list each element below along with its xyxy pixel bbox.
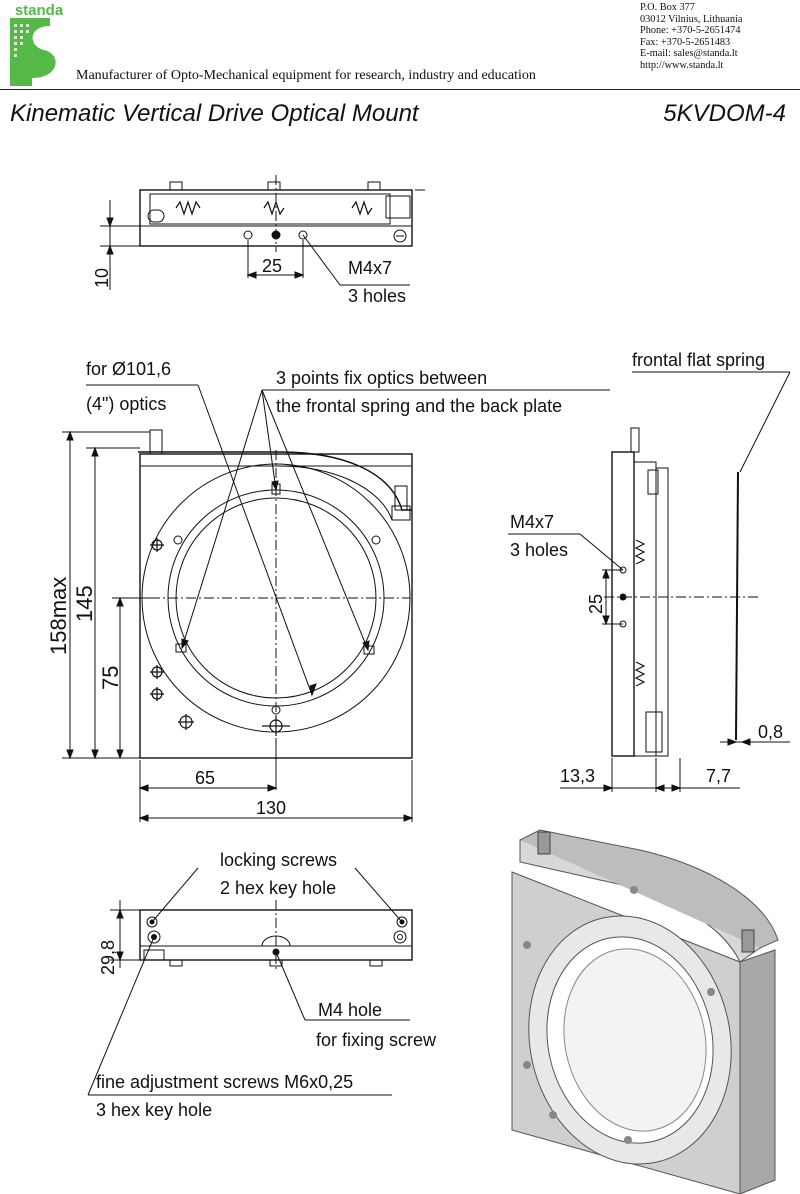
locking-screws-label: locking screws — [220, 850, 337, 870]
dim-145-label: 145 — [72, 585, 97, 622]
3-holes-label-side: 3 holes — [510, 540, 568, 560]
fine-adjustment-label: fine adjustment screws M6x0,25 — [96, 1072, 353, 1092]
optics-diameter-label: for Ø101,6 — [86, 359, 171, 379]
hex-key-2-label: 2 hex key hole — [220, 878, 336, 898]
dim-158max-label: 158max — [46, 577, 71, 655]
dim-10-label: 10 — [92, 268, 112, 288]
3-holes-label-top: 3 holes — [348, 286, 406, 306]
side-view — [508, 371, 791, 792]
dim-29-8-label: 29,8 — [98, 940, 118, 975]
contact-phone: Phone: +370-5-2651474 — [640, 25, 741, 37]
dim-75-label: 75 — [98, 666, 123, 690]
hex-key-3-label: 3 hex key hole — [96, 1100, 212, 1120]
contact-fax: Fax: +370-5-2651483 — [640, 36, 731, 48]
dim-0-8-label: 0,8 — [758, 722, 783, 742]
contact-website[interactable]: http://www.standa.lt — [640, 59, 724, 71]
contact-email[interactable]: E-mail: sales@standa.lt — [640, 48, 738, 60]
optics-inch-label: (4") optics — [86, 394, 166, 414]
standa-logo: standa — [10, 2, 68, 86]
dim-13-3-label: 13,3 — [560, 766, 595, 786]
fixing-screw-label: for fixing screw — [316, 1030, 437, 1050]
dim-7-7-label: 7,7 — [706, 766, 731, 786]
model-number: 5KVDOM-4 — [663, 100, 786, 127]
dim-65-label: 65 — [195, 768, 215, 788]
dim-25-side-label: 25 — [586, 594, 606, 614]
dim-25-label: 25 — [262, 256, 282, 276]
top-view — [100, 175, 425, 290]
isometric-render — [511, 829, 779, 1194]
bottom-view — [87, 867, 413, 1096]
logo-wordmark: standa — [15, 2, 64, 19]
page-title: Kinematic Vertical Drive Optical Mount — [10, 100, 419, 127]
m4-hole-label: M4 hole — [318, 1000, 382, 1020]
contact-po-box: P.O. Box 377 — [640, 2, 695, 13]
contact-address: 03012 Vilnius, Lithuania — [640, 13, 743, 25]
m4x7-label-side: M4x7 — [510, 512, 554, 532]
contact-block: P.O. Box 377 03012 Vilnius, Lithuania Ph… — [640, 2, 742, 72]
m4x7-label-top: M4x7 — [348, 258, 392, 278]
header-divider — [0, 89, 800, 90]
tagline: Manufacturer of Opto-Mechanical equipmen… — [76, 68, 536, 83]
dim-130-label: 130 — [256, 798, 286, 818]
three-points-label-1: 3 points fix optics between — [276, 368, 487, 388]
frontal-spring-label: frontal flat spring — [632, 350, 765, 370]
three-points-label-2: the frontal spring and the back plate — [276, 396, 562, 416]
front-view — [62, 384, 610, 822]
